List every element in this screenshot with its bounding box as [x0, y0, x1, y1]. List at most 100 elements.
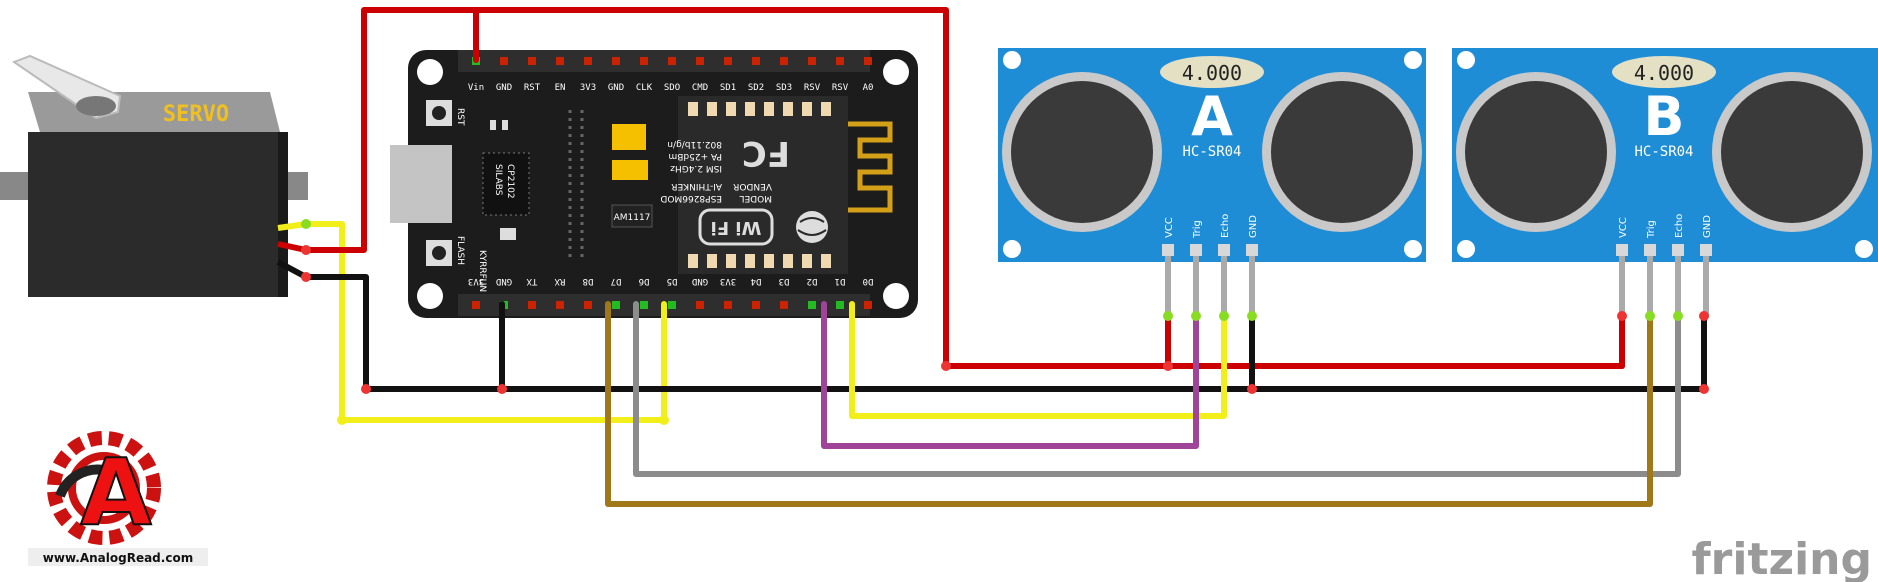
mount-hole-br	[883, 283, 909, 309]
capacitor	[612, 160, 648, 180]
top-pin-gnd	[500, 57, 508, 65]
capacitor	[612, 124, 646, 150]
sensor-pin-pad-vcc	[1616, 244, 1628, 256]
globe-icon	[796, 211, 828, 243]
top-pin-rsv	[808, 57, 816, 65]
sensor-a-receiver	[1271, 81, 1413, 223]
top-pin-label: GND	[608, 83, 624, 93]
wire-servo-vcc-to-vin	[303, 7, 479, 253]
sensor-pin-label: VCC	[1618, 217, 1629, 238]
top-pin-label: SDO	[664, 83, 680, 93]
wire-endpoint	[1163, 311, 1173, 321]
smd-part	[500, 228, 516, 240]
wire-endpoint	[1247, 311, 1257, 321]
sensor-b-hole	[1457, 240, 1475, 258]
bottom-pin-d5	[668, 301, 676, 309]
chip-line-1: SILABS	[493, 164, 503, 196]
bottom-pin-label: D6	[639, 276, 650, 286]
sensor-pin-pad-gnd	[1246, 244, 1258, 256]
module-band: ISM 2.4GHz	[670, 163, 722, 173]
bottom-pin-d7	[612, 301, 620, 309]
servo-shaft	[76, 96, 116, 116]
bottom-pin-label: RX	[554, 276, 565, 286]
servo-label: SERVO	[163, 102, 229, 127]
module-pad	[745, 102, 755, 116]
usb-uart-chip	[482, 152, 530, 216]
fcc-logo: FC	[742, 133, 790, 173]
sensor-pin-pad-gnd	[1700, 244, 1712, 256]
bottom-pin-d2	[808, 301, 816, 309]
sensor-a-hole	[1404, 240, 1422, 258]
top-pin-label: GND	[496, 83, 512, 93]
top-pin-cmd	[696, 57, 704, 65]
bottom-pin-d3	[780, 301, 788, 309]
chip-line-2: CP2102	[505, 164, 515, 199]
sensor-b-model: HC-SR04	[1634, 144, 1693, 160]
module-pad	[783, 254, 793, 268]
rst-button-cap	[432, 106, 446, 120]
top-pin-label: EN	[555, 83, 566, 93]
wire-endpoint	[361, 384, 371, 394]
sensor-a-hole	[1003, 240, 1021, 258]
wire-endpoint	[1191, 311, 1201, 321]
module-model-value: ESP8266MOD	[660, 193, 722, 203]
module-pad	[764, 254, 774, 268]
wire-d1-to-echo-a	[849, 301, 1227, 419]
sensor-pin-pad-echo	[1218, 244, 1230, 256]
sensor-pin-pad-echo	[1672, 244, 1684, 256]
module-pad	[783, 102, 793, 116]
wifi-text: Wi Fi	[711, 217, 762, 238]
fritzing-watermark: fritzing	[1692, 534, 1872, 582]
top-pin-label: RSV	[804, 83, 821, 93]
wire-endpoint	[1699, 311, 1709, 321]
wire-endpoint	[497, 384, 507, 394]
sensor-pin-leg-echo	[1675, 256, 1681, 316]
top-pin-label: RST	[524, 83, 541, 93]
usb-connector	[390, 145, 452, 223]
antenna-trace	[848, 121, 893, 213]
top-pin-label: 3V3	[580, 83, 596, 93]
bottom-pin-label: D2	[807, 276, 818, 286]
sensor-pin-leg-trig	[1647, 256, 1653, 316]
module-vendor-label: VENDOR	[733, 181, 772, 191]
sensor-b-letter: B	[1643, 85, 1684, 148]
wire-endpoint	[1219, 311, 1229, 321]
top-pin-a0	[864, 57, 872, 65]
mount-hole-bl	[417, 283, 443, 309]
module-vendor-value: AI-THINKER	[671, 181, 722, 191]
logo-letter: A	[80, 439, 151, 546]
sensor-b-hole	[1457, 51, 1475, 69]
sensor-b-transmitter	[1465, 81, 1607, 223]
top-header	[458, 50, 870, 72]
rst-label: RST	[455, 108, 465, 126]
sensor-b-crystal	[1612, 56, 1716, 88]
bottom-pin-label: D5	[667, 276, 678, 286]
mount-hole-tl	[417, 59, 443, 85]
sensor-a-transmitter	[1011, 81, 1153, 223]
wire-ground-bus	[363, 313, 1707, 392]
module-pad	[821, 254, 831, 268]
sensor-pin-label: VCC	[1164, 217, 1175, 238]
wire-endpoint	[1163, 361, 1173, 371]
sensor-b-hole	[1855, 240, 1873, 258]
wire-endpoint	[941, 361, 951, 371]
sensor-a-letter: A	[1191, 85, 1233, 148]
sensor-pin-pad-trig	[1190, 244, 1202, 256]
top-pin-row	[472, 57, 872, 65]
servo-motor: SERVO	[0, 54, 308, 297]
regulator-label: AM1117	[614, 213, 651, 223]
top-pin-rst	[528, 57, 536, 65]
bottom-pin-label: D3	[779, 276, 790, 286]
sensor-a-model: HC-SR04	[1182, 144, 1241, 160]
module-model-label: MODEL	[740, 193, 772, 203]
bottom-pin-3v3	[472, 301, 480, 309]
bottom-pin-label: TX	[526, 276, 537, 286]
sensor-b-display: 4.000	[1634, 61, 1694, 85]
top-pin-label: A0	[863, 83, 874, 93]
sensor-a-hole	[1003, 51, 1021, 69]
top-pin-label: SD1	[720, 83, 736, 93]
wire-endpoint	[301, 245, 311, 255]
bottom-pin-rx	[556, 301, 564, 309]
